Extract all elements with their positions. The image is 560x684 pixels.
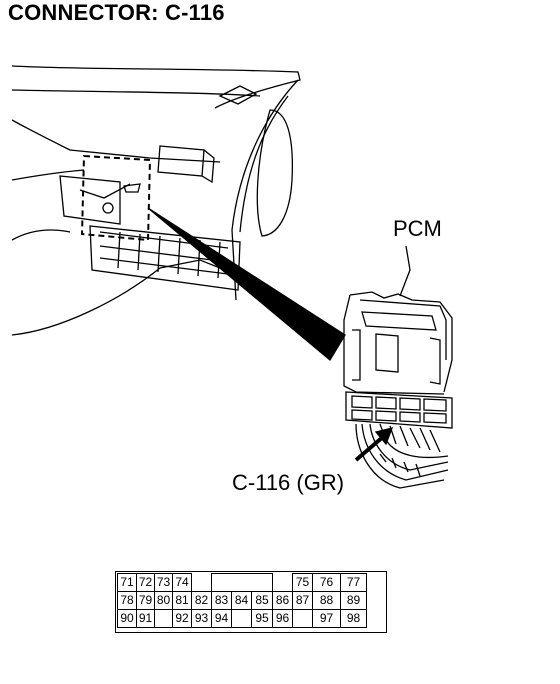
pin-cell: 96 — [272, 609, 293, 628]
pin-cell: 73 — [154, 573, 173, 592]
pin-cell: 79 — [136, 591, 155, 610]
pin-cell: 81 — [172, 591, 192, 610]
pin-cell: 98 — [340, 609, 367, 628]
pin-cell: 85 — [251, 591, 273, 610]
pin-cell: 76 — [312, 573, 341, 592]
pin-cell: 92 — [172, 609, 192, 628]
pin-cell: 74 — [172, 573, 192, 592]
pin-cell: 72 — [136, 573, 155, 592]
pin-cell: 90 — [117, 609, 137, 628]
pin-cell: 82 — [191, 591, 212, 610]
pin-cell: 80 — [154, 591, 173, 610]
pin-cell: 86 — [272, 591, 293, 610]
pin-cell: 83 — [211, 591, 232, 610]
pin-cell: 93 — [191, 609, 212, 628]
pin-cell: 87 — [292, 591, 313, 610]
pin-cell: 78 — [117, 591, 137, 610]
pcm-label: PCM — [393, 216, 442, 241]
pin-cell: 88 — [312, 591, 341, 610]
empty-cavity — [273, 574, 293, 592]
page-title: CONNECTOR: C-116 — [8, 0, 225, 25]
pin-cell: 94 — [211, 609, 232, 628]
connector-label: C-116 (GR) — [232, 470, 345, 495]
empty-pin — [231, 609, 252, 628]
connector-key-slot — [211, 573, 273, 592]
pin-cell: 75 — [292, 573, 313, 592]
empty-pin — [292, 609, 313, 628]
pin-cell: 71 — [117, 573, 137, 592]
vehicle-illustration — [11, 65, 453, 489]
pin-cell: 95 — [251, 609, 273, 628]
pin-cell: 77 — [340, 573, 367, 592]
empty-cavity — [192, 574, 212, 592]
pin-cell: 84 — [231, 591, 252, 610]
empty-pin — [154, 609, 173, 628]
pin-cell: 89 — [340, 591, 367, 610]
pin-cell: 91 — [136, 609, 155, 628]
pin-cell: 97 — [312, 609, 341, 628]
